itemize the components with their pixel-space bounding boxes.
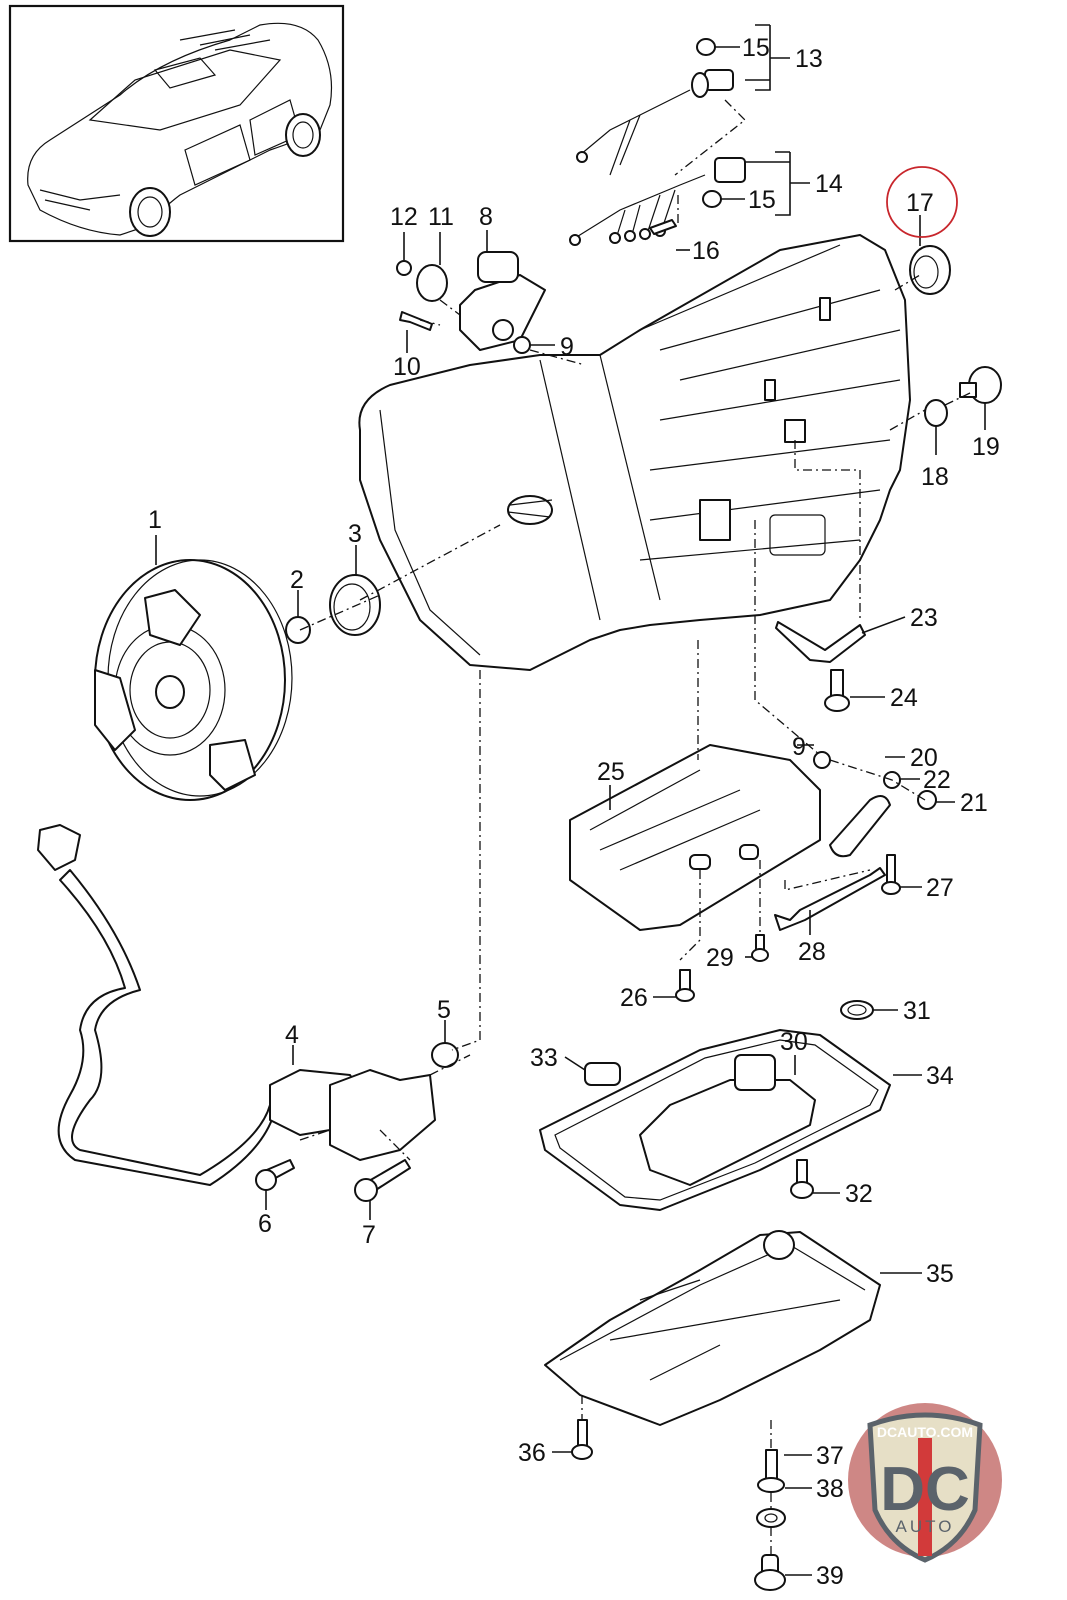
part-25-valve-body	[569, 744, 821, 931]
callout-37: 37	[816, 1442, 844, 1470]
part-18-washer	[924, 399, 948, 427]
callout-10: 10	[393, 353, 421, 381]
part-4-control-unit-harness	[37, 824, 436, 1186]
callout-39: 39	[816, 1562, 844, 1590]
callout-26: 26	[620, 984, 648, 1012]
callout-2: 2	[290, 566, 304, 594]
part-10-bolt	[399, 311, 433, 331]
part-12-nut	[396, 260, 412, 276]
callout-9-upper: 9	[560, 333, 574, 361]
highlight-circle-17	[886, 166, 958, 238]
callout-27: 27	[926, 874, 954, 902]
part-7-bolt	[354, 1159, 411, 1202]
callout-16: 16	[692, 237, 720, 265]
callout-29: 29	[706, 944, 734, 972]
leader-lines	[155, 24, 986, 1576]
callout-35: 35	[926, 1260, 954, 1288]
callout-24: 24	[890, 684, 918, 712]
callout-25: 25	[597, 758, 625, 786]
part-28-sensor-cable	[774, 867, 886, 931]
callout-15-upper: 15	[742, 34, 770, 62]
part-19-plug	[959, 366, 1002, 404]
callout-15-lower: 15	[748, 186, 776, 214]
part-15-o-ring-lower	[702, 190, 722, 208]
part-1-torque-converter	[94, 559, 293, 801]
callout-32: 32	[845, 1180, 873, 1208]
watermark-site: DCAUTO.COM	[877, 1424, 973, 1440]
callout-31: 31	[903, 997, 931, 1025]
part-15-o-ring-upper	[696, 38, 716, 56]
callout-33: 33	[530, 1044, 558, 1072]
part-24-bolt	[824, 669, 850, 712]
callout-30: 30	[780, 1028, 808, 1056]
callout-20: 20	[910, 744, 938, 772]
part-31-ring	[840, 1000, 874, 1020]
part-37-bolt	[757, 1449, 785, 1493]
callout-4: 4	[285, 1021, 299, 1049]
callout-14: 14	[815, 170, 843, 198]
part-21-nut	[917, 790, 937, 810]
callout-labels: 1 2 3 4 5 6 7 8 9 9 10 11 12 13 14 15 15…	[148, 34, 1000, 1590]
callout-38: 38	[816, 1475, 844, 1503]
part-16-stud	[649, 219, 677, 235]
part-6-bolt	[255, 1159, 295, 1191]
part-23-bracket	[775, 621, 866, 663]
part-9-seal-lower	[813, 751, 831, 769]
callout-22: 22	[923, 766, 951, 794]
part-36-bolt	[571, 1419, 593, 1460]
callout-1: 1	[148, 506, 162, 534]
part-29-bolt	[751, 934, 769, 962]
assembly-lines	[299, 99, 971, 1555]
callout-36: 36	[518, 1439, 546, 1467]
part-27-bolt	[881, 854, 901, 895]
part-35-oil-pan	[544, 1230, 881, 1426]
callout-12: 12	[390, 203, 418, 231]
callout-23: 23	[910, 604, 938, 632]
callout-9-lower: 9	[792, 733, 806, 761]
callout-18: 18	[921, 463, 949, 491]
callout-21: 21	[960, 789, 988, 817]
part-11-cap	[416, 264, 448, 302]
part-8-selector-switch	[459, 251, 546, 351]
part-20-lever	[829, 795, 891, 858]
part-13-sensor-harness	[576, 69, 734, 176]
callout-13: 13	[795, 45, 823, 73]
callout-28: 28	[798, 938, 826, 966]
part-3-seal	[329, 574, 381, 636]
rear-wheel-icon	[285, 113, 321, 157]
callout-7: 7	[362, 1221, 376, 1249]
transmission-case	[358, 234, 911, 671]
callout-6: 6	[258, 1210, 272, 1238]
part-17-seal	[909, 245, 951, 295]
watermark-sub: AUTO	[896, 1517, 955, 1536]
callout-34: 34	[926, 1062, 954, 1090]
part-9-seal-upper	[513, 336, 531, 354]
watermark-letters: DC	[880, 1455, 970, 1524]
part-33-pad	[584, 1062, 621, 1086]
part-32-bolt	[790, 1159, 814, 1199]
callout-17: 17	[906, 189, 934, 217]
callout-5: 5	[437, 996, 451, 1024]
front-wheel-icon	[129, 187, 171, 237]
callout-19: 19	[972, 433, 1000, 461]
part-2-o-ring	[285, 616, 311, 644]
part-38-washer	[756, 1508, 786, 1528]
part-30-filter	[639, 1054, 816, 1186]
part-39-drain-plug	[754, 1554, 786, 1591]
callout-3: 3	[348, 520, 362, 548]
part-26-bolt	[675, 969, 695, 1002]
dcauto-watermark-logo: DCAUTO.COM DC AUTO	[848, 1403, 1002, 1563]
callout-11: 11	[428, 203, 454, 231]
vehicle-thumbnail	[8, 4, 345, 243]
callout-8: 8	[479, 203, 493, 231]
